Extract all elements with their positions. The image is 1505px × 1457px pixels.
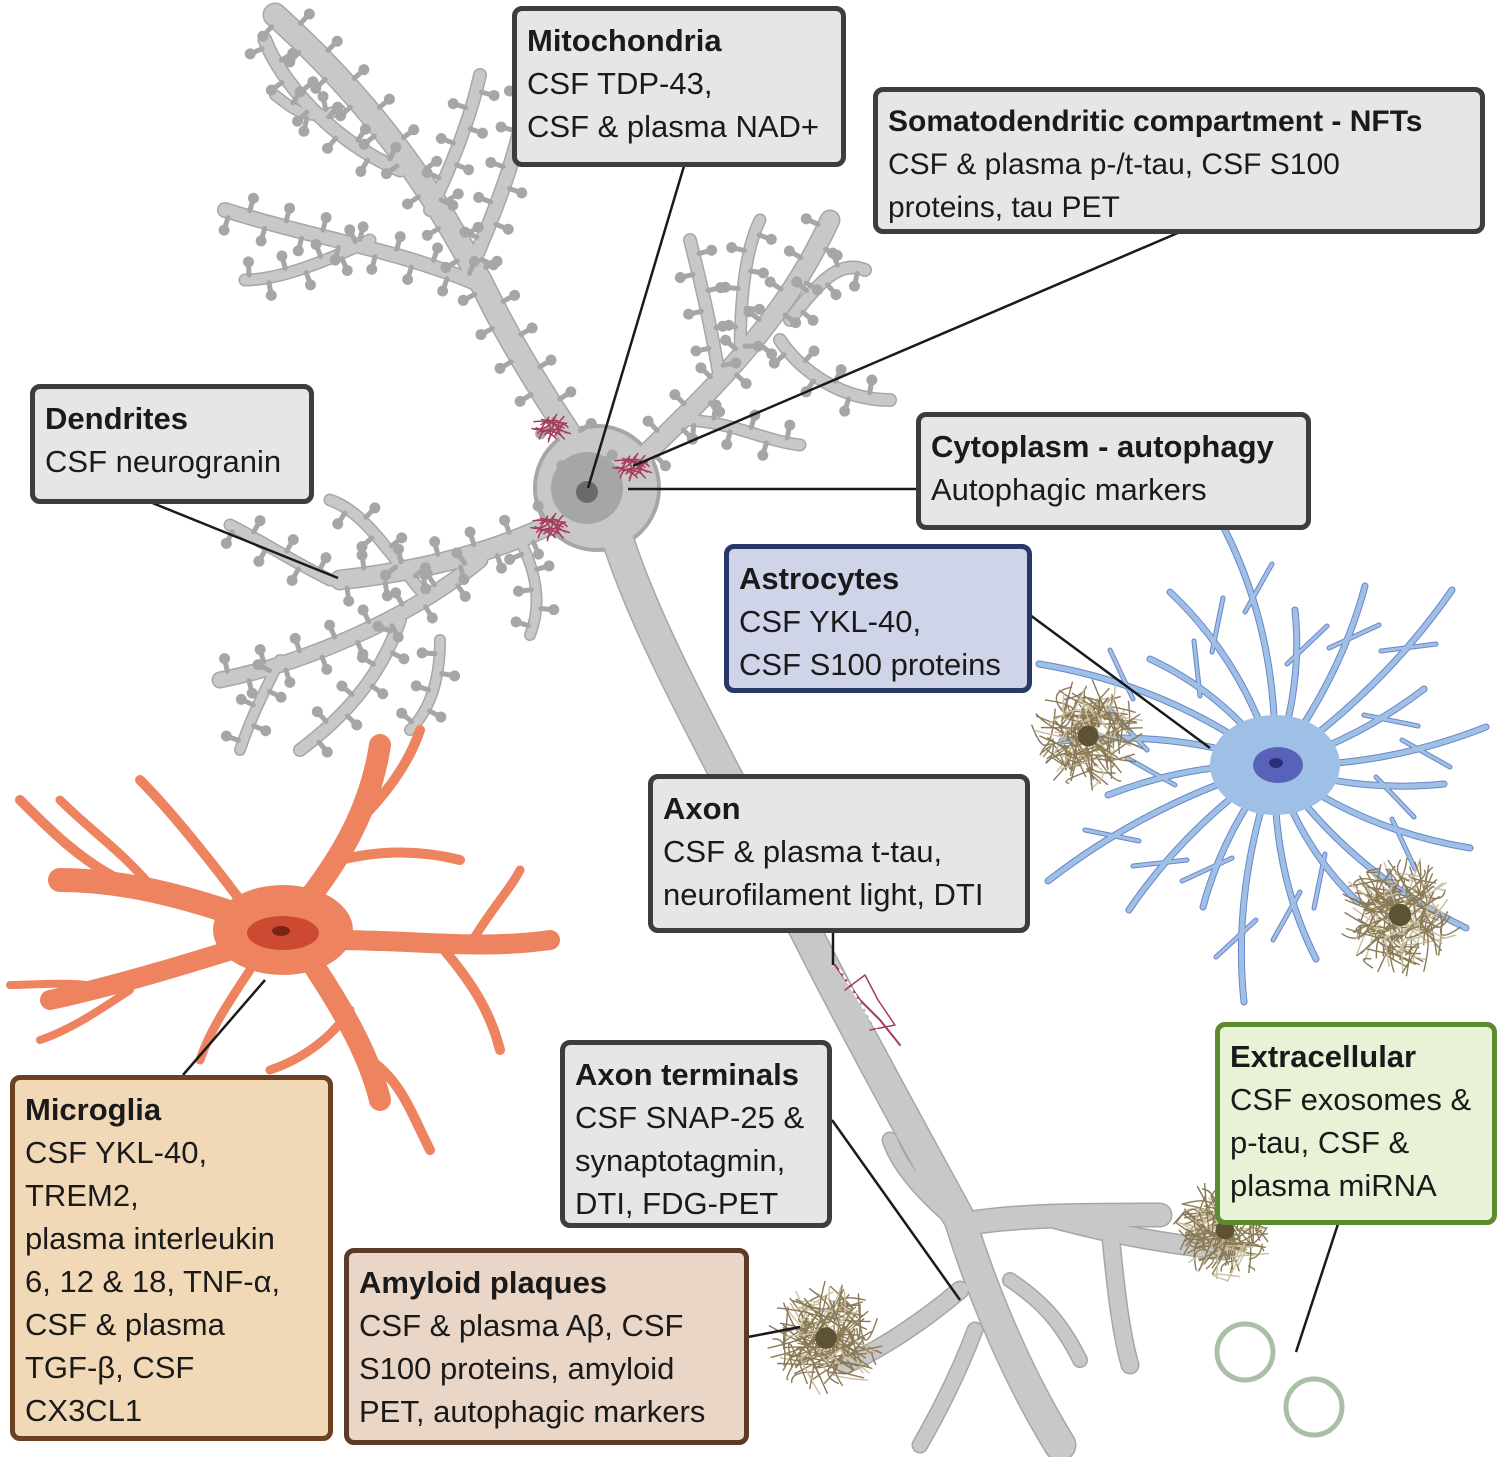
- dendrites-box: Dendrites CSF neurogranin: [30, 384, 314, 504]
- leader-mitochondria: [586, 165, 686, 489]
- cytoplasm-body: Autophagic markers: [931, 472, 1207, 507]
- microglia-box: Microglia CSF YKL-40, TREM2, plasma inte…: [10, 1075, 333, 1441]
- mitochondria-body: CSF TDP-43, CSF & plasma NAD+: [527, 66, 820, 144]
- cytoplasm-title: Cytoplasm - autophagy: [931, 429, 1274, 464]
- leader-axon-terminals: [830, 1119, 962, 1301]
- axon-terminals-body: CSF SNAP-25 & synaptotagmin, DTI, FDG-PE…: [575, 1100, 805, 1221]
- neuron: [211, 2, 1236, 1457]
- leader-dendrites: [149, 500, 339, 580]
- leader-amyloid: [747, 1325, 801, 1339]
- leader-microglia: [182, 979, 266, 1076]
- somatodendritic-body: CSF & plasma p-/t-tau, CSF S100 proteins…: [888, 148, 1340, 224]
- cytoplasm-box: Cytoplasm - autophagy Autophagic markers: [916, 412, 1311, 530]
- dendrites-body: CSF neurogranin: [45, 444, 282, 479]
- axon-damage: [834, 964, 901, 1061]
- somatodendritic-box: Somatodendritic compartment - NFTs CSF &…: [873, 87, 1485, 234]
- somatodendritic-title: Somatodendritic compartment - NFTs: [888, 105, 1423, 138]
- axon-terminals-title: Axon terminals: [575, 1057, 799, 1092]
- microglia-title: Microglia: [25, 1092, 162, 1127]
- leader-lines: [149, 165, 1340, 1353]
- microglia-body: CSF YKL-40, TREM2, plasma interleukin 6,…: [25, 1135, 281, 1428]
- axon-box: Axon CSF & plasma t-tau, neurofilament l…: [648, 774, 1030, 933]
- amyloid-plaques-body: CSF & plasma Aβ, CSF S100 proteins, amyl…: [359, 1308, 706, 1429]
- mitochondria-box: Mitochondria CSF TDP-43, CSF & plasma NA…: [512, 6, 846, 167]
- mitochondrion: [576, 481, 598, 503]
- astrocytes-body: CSF YKL-40, CSF S100 proteins: [739, 604, 1001, 682]
- amyloid-plaques-title: Amyloid plaques: [359, 1265, 608, 1300]
- extracellular-title: Extracellular: [1230, 1039, 1417, 1074]
- leader-somato: [632, 230, 1181, 468]
- amyloid-plaques-box: Amyloid plaques CSF & plasma Aβ, CSF S10…: [344, 1248, 749, 1445]
- astrocytes-title: Astrocytes: [739, 561, 900, 596]
- microglia-cell: [6, 725, 560, 1155]
- exosome-vesicles: [1214, 1321, 1345, 1438]
- axon-title: Axon: [663, 791, 741, 826]
- dendrites-title: Dendrites: [45, 401, 188, 436]
- leader-extracellular: [1294, 1223, 1340, 1353]
- axon-terminals-box: Axon terminals CSF SNAP-25 & synaptotagm…: [560, 1040, 832, 1228]
- extracellular-box: Extracellular CSF exosomes & p-tau, CSF …: [1215, 1022, 1497, 1225]
- astrocytes-box: Astrocytes CSF YKL-40, CSF S100 proteins: [724, 544, 1032, 693]
- mitochondria-title: Mitochondria: [527, 23, 722, 58]
- extracellular-body: CSF exosomes & p-tau, CSF & plasma miRNA: [1230, 1082, 1472, 1203]
- leader-astrocytes: [1029, 613, 1211, 750]
- neurofibrillary-tangles: [530, 413, 653, 542]
- axon-body: CSF & plasma t-tau, neurofilament light,…: [663, 834, 984, 912]
